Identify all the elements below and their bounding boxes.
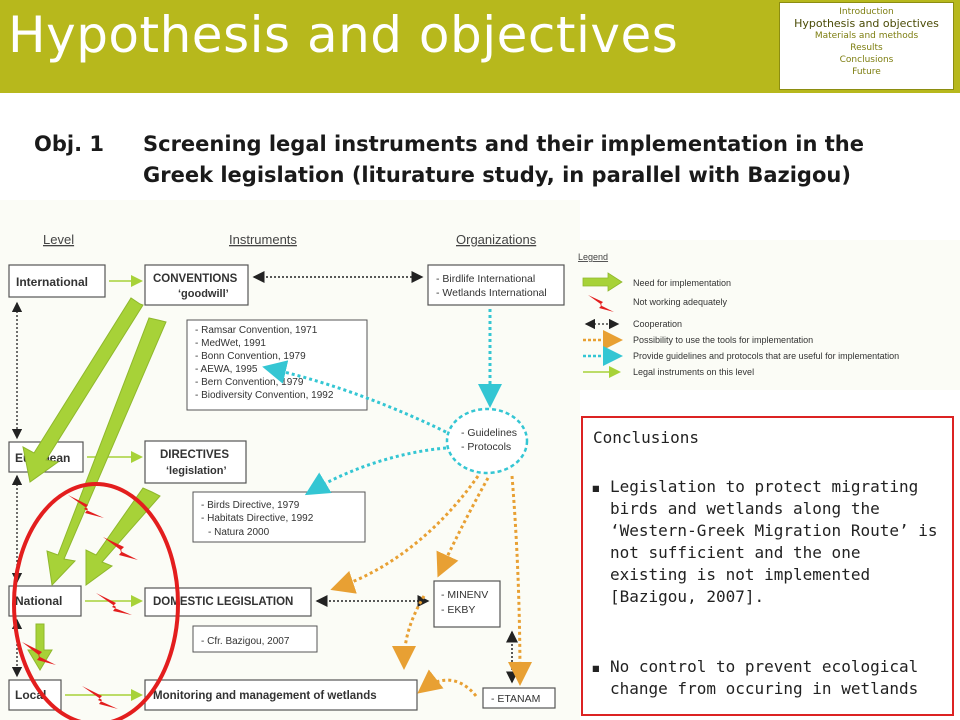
org-item: - Wetlands International bbox=[436, 287, 547, 299]
need-arrow-directives-national bbox=[85, 487, 161, 586]
legend-item: Possibility to use the tools for impleme… bbox=[633, 335, 813, 345]
need-arrow-conventions-eu bbox=[22, 297, 144, 483]
legend-item: Need for implementation bbox=[633, 278, 731, 288]
lightning-icon bbox=[82, 686, 118, 709]
guidelines-item: - Guidelines bbox=[461, 427, 517, 439]
legend-item: Legal instruments on this level bbox=[633, 367, 754, 377]
conventions-subtitle: ‘goodwill’ bbox=[178, 288, 229, 300]
nav-item-hypothesis[interactable]: Hypothesis and objectives bbox=[794, 17, 939, 30]
nav-item-results[interactable]: Results bbox=[850, 43, 883, 53]
lightning-icon bbox=[103, 537, 138, 560]
directives-subtitle: ‘legislation’ bbox=[166, 465, 227, 477]
guidelines-ellipse bbox=[445, 407, 529, 475]
header-organizations: Organizations bbox=[456, 232, 537, 247]
convention-item: - Biodiversity Convention, 1992 bbox=[195, 390, 334, 401]
tools-to-domestic bbox=[330, 475, 480, 594]
tools-to-monitoring bbox=[392, 595, 426, 670]
legend-item: Cooperation bbox=[633, 319, 682, 329]
conventions-box bbox=[144, 264, 249, 306]
slide-header: Hypothesis and objectives Introduction H… bbox=[0, 0, 960, 93]
conclusions-box: Conclusions ▪ Legislation to protect mig… bbox=[581, 416, 954, 716]
monitoring-label: Monitoring and management of wetlands bbox=[153, 690, 377, 702]
nav-item-future[interactable]: Future bbox=[852, 67, 881, 77]
directives-box bbox=[144, 440, 247, 484]
legend-lightning-icon bbox=[588, 295, 614, 312]
header-level: Level bbox=[43, 232, 74, 247]
guidelines-to-directives bbox=[304, 446, 447, 496]
nav-item-conclusions[interactable]: Conclusions bbox=[839, 55, 894, 65]
lightning-icon bbox=[96, 593, 132, 615]
tools-to-local-orgs bbox=[507, 475, 532, 686]
directive-item: - Natura 2000 bbox=[208, 527, 270, 538]
conclusion-bullet-1: Legislation to protect migrating birds a… bbox=[610, 477, 938, 606]
org-item: - MINENV bbox=[441, 589, 488, 601]
slide-title: Hypothesis and objectives bbox=[8, 6, 679, 64]
objective-label: Obj. 1 bbox=[34, 132, 104, 156]
directives-title: DIRECTIVES bbox=[160, 449, 229, 461]
nav-item-materials[interactable]: Materials and methods bbox=[814, 31, 919, 41]
local-orgs-box bbox=[482, 687, 556, 709]
org-item: - ETANAM bbox=[491, 693, 540, 705]
level-national-box bbox=[8, 585, 82, 617]
intl-orgs-box bbox=[427, 264, 565, 306]
convention-item: - Bern Convention, 1979 bbox=[195, 377, 304, 388]
level-international-box bbox=[8, 264, 106, 298]
legend-panel bbox=[566, 240, 960, 390]
tools-local-monitoring bbox=[417, 669, 478, 697]
header-instruments: Instruments bbox=[229, 232, 297, 247]
legal-framework-diagram: Level Instruments Organizations Internat… bbox=[0, 200, 960, 720]
domestic-legislation: DOMESTIC LEGISLATION bbox=[153, 596, 293, 608]
nav-item-introduction[interactable]: Introduction bbox=[839, 7, 894, 17]
directives-list-box bbox=[192, 491, 366, 543]
legend-title: Legend bbox=[578, 252, 608, 262]
objective-line-2: Greek legislation (liturature study, in … bbox=[143, 163, 851, 187]
domestic-note: - Cfr. Bazigou, 2007 bbox=[201, 636, 290, 647]
directive-item: - Birds Directive, 1979 bbox=[201, 500, 300, 511]
tools-to-national-orgs bbox=[436, 477, 490, 578]
domestic-legislation-box bbox=[144, 587, 312, 617]
convention-item: - Bonn Convention, 1979 bbox=[195, 351, 306, 362]
convention-item: - AEWA, 1995 bbox=[195, 364, 258, 375]
lightning-icon bbox=[68, 495, 104, 518]
lightning-icon bbox=[22, 642, 56, 665]
objective-line-1: Screening legal instruments and their im… bbox=[143, 132, 864, 156]
guidelines-to-conventions bbox=[262, 360, 447, 434]
conventions-title: CONVENTIONS bbox=[153, 273, 238, 285]
domestic-note-box bbox=[192, 625, 318, 653]
convention-item: - Ramsar Convention, 1971 bbox=[195, 325, 318, 336]
level-national: National bbox=[15, 594, 62, 608]
national-orgs-box bbox=[433, 580, 501, 628]
section-navigation: Introduction Hypothesis and objectives M… bbox=[779, 2, 954, 90]
conclusions-title: Conclusions bbox=[593, 428, 699, 447]
level-international: International bbox=[16, 275, 88, 289]
bullet-square-icon: ▪ bbox=[591, 478, 601, 497]
monitoring-box bbox=[144, 679, 418, 711]
bullet-square-icon: ▪ bbox=[591, 658, 601, 677]
legend-item: Provide guidelines and protocols that ar… bbox=[633, 351, 899, 361]
org-item: - EKBY bbox=[441, 604, 475, 616]
directive-item: - Habitats Directive, 1992 bbox=[201, 513, 314, 524]
legend-item: Not working adequately bbox=[633, 297, 728, 307]
need-arrow-conventions-national bbox=[46, 317, 167, 587]
conclusion-bullet-2: No control to prevent ecological change … bbox=[610, 657, 919, 698]
highlight-circle bbox=[12, 482, 180, 720]
legend-green-arrow-icon bbox=[582, 272, 623, 292]
org-item: - Birdlife International bbox=[436, 273, 535, 285]
convention-item: - MedWet, 1991 bbox=[195, 338, 266, 349]
guidelines-item: - Protocols bbox=[461, 441, 511, 453]
